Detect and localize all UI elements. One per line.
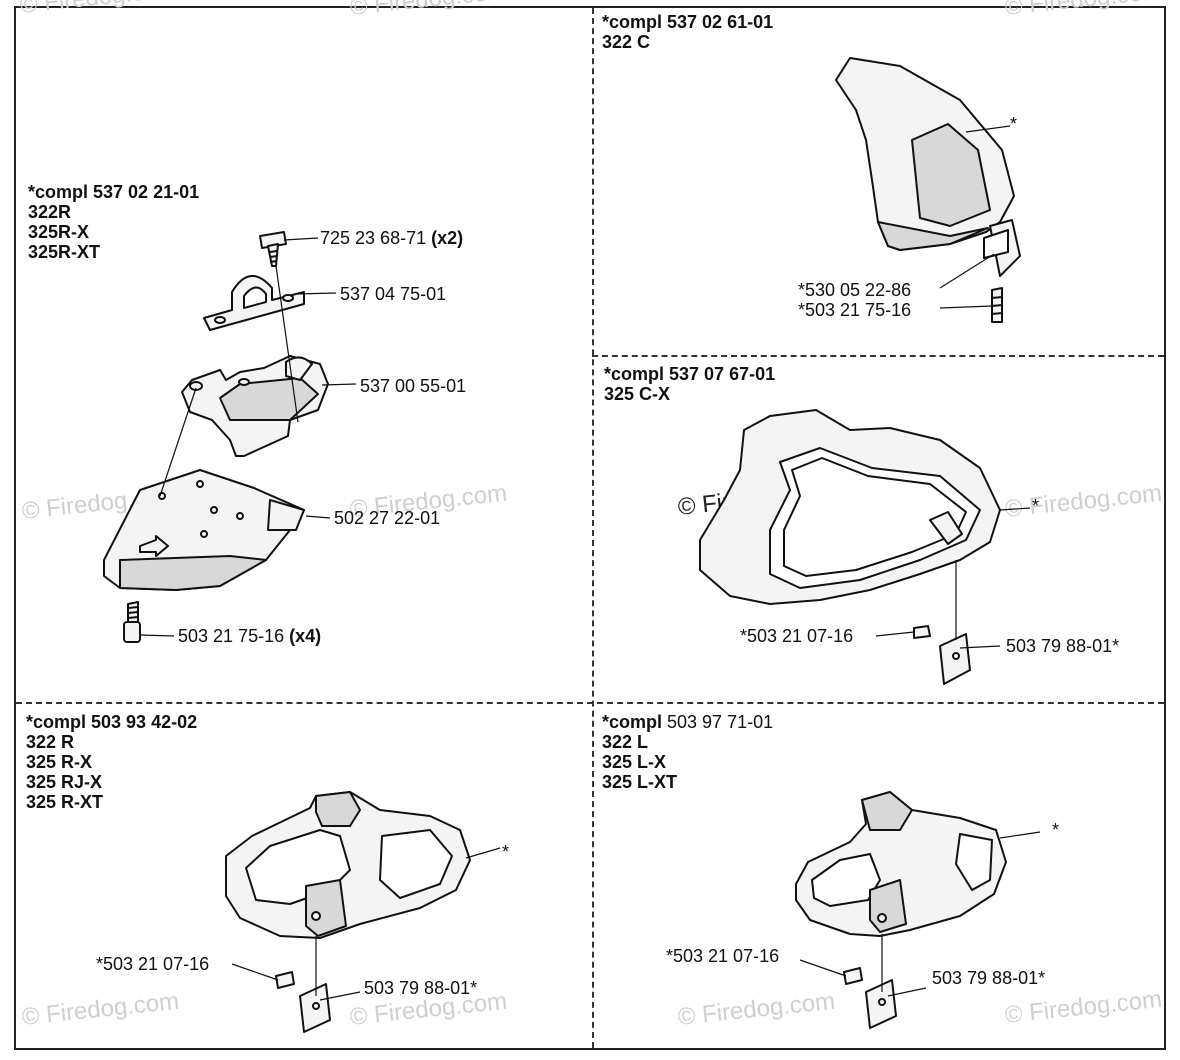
part-callout: * xyxy=(502,842,509,862)
model-name: 325 RJ-X xyxy=(26,772,103,792)
assembly-number-value: 503 97 71-01 xyxy=(662,712,774,732)
part-number: * xyxy=(1010,114,1018,134)
part-callout: * xyxy=(1032,496,1039,516)
model-name: 325 L-X xyxy=(602,752,667,772)
part-number: *503 21 07-16 xyxy=(96,954,210,974)
part-callout: *503 21 07-16 xyxy=(96,954,209,974)
part-number: * xyxy=(1032,496,1040,516)
guard-drawing xyxy=(103,469,305,591)
guard-drawing xyxy=(795,791,1007,1029)
assembly-number: *compl 503 97 71-01 xyxy=(602,712,773,732)
part-callout: 503 21 75-16 (x4) xyxy=(178,626,321,646)
part-callout: 503 79 88-01* xyxy=(364,978,477,998)
part-quantity: (x2) xyxy=(431,228,464,248)
part-number: *530 05 22-86 xyxy=(798,280,912,300)
assembly-number: *compl 537 07 67-01 xyxy=(604,364,776,384)
model-name: 325 R-XT xyxy=(26,792,104,812)
model-name: 325 C-X xyxy=(604,384,671,404)
bracket-drawing xyxy=(181,355,329,457)
part-callout: *503 21 75-16 xyxy=(798,300,911,320)
part-number: 503 79 88-01* xyxy=(364,978,478,998)
part-callout: *503 21 07-16 xyxy=(666,946,779,966)
part-number: *503 21 07-16 xyxy=(740,626,854,646)
assembly-number: *compl 537 02 21-01 xyxy=(28,182,200,202)
clamp-drawing xyxy=(203,275,305,331)
part-number: 725 23 68-71 xyxy=(320,228,427,248)
part-callout: 725 23 68-71 (x2) xyxy=(320,228,463,248)
part-number: 503 21 75-16 xyxy=(178,626,285,646)
part-callout: 502 27 22-01 xyxy=(334,508,440,528)
part-number: *503 21 75-16 xyxy=(798,300,912,320)
screw-drawing xyxy=(123,601,141,643)
part-callout: *530 05 22-86 xyxy=(798,280,911,300)
part-number: 537 00 55-01 xyxy=(360,376,467,396)
assembly-header: *compl 537 02 61-01 322 C xyxy=(602,12,773,52)
sheet-frame xyxy=(14,6,1166,1050)
model-name: 325 L-XT xyxy=(602,772,678,792)
assembly-number: *compl 537 02 61-01 xyxy=(602,12,774,32)
part-callout: *503 21 07-16 xyxy=(740,626,853,646)
part-callout: 537 04 75-01 xyxy=(340,284,446,304)
assembly-header: *compl 537 07 67-01 325 C-X xyxy=(604,364,775,404)
assembly-header: *compl 503 97 71-01 322 L 325 L-X 325 L-… xyxy=(602,712,773,792)
guard-drawing xyxy=(835,57,1021,323)
model-name: 325 R-X xyxy=(26,752,93,772)
part-number: 502 27 22-01 xyxy=(334,508,441,528)
part-number: 503 79 88-01* xyxy=(932,968,1046,988)
part-number: *503 21 07-16 xyxy=(666,946,780,966)
assembly-prefix: *compl xyxy=(602,712,663,732)
part-number: * xyxy=(1052,820,1060,840)
assembly-header: *compl 503 93 42-02 322 R 325 R-X 325 RJ… xyxy=(26,712,197,812)
assembly-number: *compl 503 93 42-02 xyxy=(26,712,198,732)
part-callout: * xyxy=(1052,820,1059,840)
part-callout: 503 79 88-01* xyxy=(1006,636,1119,656)
model-name: 322 R xyxy=(26,732,75,752)
model-name: 322 C xyxy=(602,32,651,52)
divider-middle xyxy=(16,702,1164,704)
part-callout: * xyxy=(1010,114,1017,134)
model-name: 325R-XT xyxy=(28,242,101,262)
model-name: 322R xyxy=(28,202,72,222)
guard-drawing xyxy=(699,409,1001,685)
part-number: 503 79 88-01* xyxy=(1006,636,1120,656)
divider-vertical xyxy=(592,8,594,1048)
part-number: 537 04 75-01 xyxy=(340,284,447,304)
part-number: * xyxy=(502,842,510,862)
divider-right-upper xyxy=(592,355,1164,357)
part-callout: 503 79 88-01* xyxy=(932,968,1045,988)
part-callout: 537 00 55-01 xyxy=(360,376,466,396)
model-name: 322 L xyxy=(602,732,649,752)
model-name: 325R-X xyxy=(28,222,90,242)
bolt-drawing xyxy=(259,231,287,267)
guard-drawing xyxy=(225,791,471,1033)
assembly-header: *compl 537 02 21-01 322R 325R-X 325R-XT xyxy=(28,182,199,262)
part-quantity: (x4) xyxy=(289,626,322,646)
